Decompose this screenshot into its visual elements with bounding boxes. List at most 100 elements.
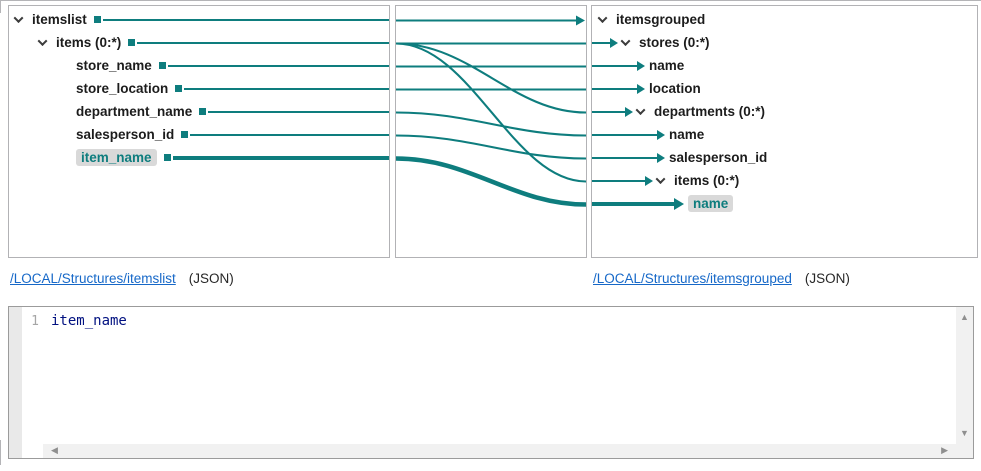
- target-field-row[interactable]: departments (0:*): [592, 100, 977, 123]
- target-schema-link-row: /LOCAL/Structures/itemsgrouped (JSON): [593, 271, 850, 286]
- target-field-row[interactable]: name: [592, 123, 977, 146]
- target-field-label[interactable]: itemsgrouped: [616, 12, 706, 27]
- target-schema-panel: itemsgrouped stores (0:*) name location depa…: [591, 5, 978, 258]
- target-field-row[interactable]: name: [592, 192, 977, 215]
- top-window-edge: [0, 0, 981, 1]
- mapping-wire: [592, 110, 625, 113]
- source-field-label[interactable]: store_location: [76, 81, 169, 96]
- mapping-wire: [592, 201, 674, 206]
- source-schema-link-row: /LOCAL/Structures/itemslist (JSON): [10, 271, 234, 286]
- editor-code-area[interactable]: item_name: [43, 307, 956, 444]
- scroll-up-icon[interactable]: ▲: [960, 312, 969, 322]
- chevron-down-icon[interactable]: [655, 174, 666, 185]
- arrow-right-icon: [674, 197, 684, 210]
- connector-anchor: [128, 39, 136, 46]
- mapping-wire: [592, 133, 657, 136]
- target-field-label[interactable]: departments (0:*): [654, 104, 766, 119]
- mapping-line[interactable]: [396, 111, 586, 137]
- source-field-row[interactable]: item_name: [9, 146, 389, 169]
- mapping-wire: [172, 155, 389, 160]
- mapping-wire: [208, 110, 389, 113]
- mapping-wire: [592, 41, 610, 44]
- mapping-wire: [592, 156, 657, 159]
- mapping-canvas-panel: [395, 5, 587, 258]
- chevron-down-icon[interactable]: [620, 36, 631, 47]
- chevron-down-icon[interactable]: [13, 13, 24, 24]
- target-field-label[interactable]: name: [669, 127, 705, 142]
- arrow-right-icon: [657, 152, 665, 163]
- source-field-row[interactable]: salesperson_id: [9, 123, 389, 146]
- source-field-row[interactable]: itemslist: [9, 8, 389, 31]
- source-field-row[interactable]: store_name: [9, 54, 389, 77]
- target-field-label[interactable]: name: [688, 195, 734, 212]
- connector-anchor: [163, 154, 171, 161]
- target-field-row[interactable]: location: [592, 77, 977, 100]
- connector-anchor: [175, 85, 183, 92]
- target-field-row[interactable]: salesperson_id: [592, 146, 977, 169]
- editor-line-number-column: 1: [22, 307, 43, 458]
- code-text: item_name: [51, 313, 127, 329]
- arrow-right-icon: [576, 15, 585, 26]
- mapping-wire: [102, 18, 389, 21]
- source-schema-panel: itemslist items (0:*) store_name store_loca…: [8, 5, 390, 258]
- mapping-line[interactable]: [396, 156, 586, 207]
- arrow-right-icon: [657, 129, 665, 140]
- target-field-row[interactable]: itemsgrouped: [592, 8, 977, 31]
- mapping-line[interactable]: [396, 42, 586, 183]
- connector-anchor: [181, 131, 189, 138]
- mapping-wire: [137, 41, 389, 44]
- arrow-right-icon: [625, 106, 633, 117]
- left-window-edge: [0, 440, 1, 465]
- editor-gutter: [9, 307, 22, 458]
- arrow-right-icon: [610, 37, 618, 48]
- source-field-label[interactable]: department_name: [76, 104, 193, 119]
- target-field-label[interactable]: salesperson_id: [669, 150, 768, 165]
- line-number: 1: [31, 314, 39, 329]
- connector-anchor: [93, 16, 101, 23]
- source-field-label[interactable]: salesperson_id: [76, 127, 175, 142]
- target-schema-link[interactable]: /LOCAL/Structures/itemsgrouped: [593, 271, 792, 286]
- source-field-label[interactable]: itemslist: [32, 12, 87, 27]
- arrow-right-icon: [637, 83, 645, 94]
- mapping-wire: [592, 64, 637, 67]
- target-field-row[interactable]: items (0:*): [592, 169, 977, 192]
- source-field-row[interactable]: items (0:*): [9, 31, 389, 54]
- chevron-down-icon[interactable]: [635, 105, 646, 116]
- scroll-right-icon[interactable]: ▶: [941, 445, 948, 455]
- source-field-label[interactable]: item_name: [76, 149, 157, 166]
- left-window-edge: [0, 0, 1, 13]
- target-field-label[interactable]: stores (0:*): [639, 35, 710, 50]
- mapping-canvas: [396, 15, 586, 207]
- target-tree: itemsgrouped stores (0:*) name location depa…: [592, 6, 977, 215]
- target-field-label[interactable]: location: [649, 81, 701, 96]
- chevron-down-icon[interactable]: [597, 13, 608, 24]
- source-field-row[interactable]: store_location: [9, 77, 389, 100]
- target-field-row[interactable]: name: [592, 54, 977, 77]
- source-field-label[interactable]: items (0:*): [56, 35, 122, 50]
- target-field-label[interactable]: name: [649, 58, 685, 73]
- target-schema-format: (JSON): [804, 271, 850, 286]
- chevron-down-icon[interactable]: [37, 36, 48, 47]
- arrow-right-icon: [637, 60, 645, 71]
- mapping-wire: [592, 87, 637, 90]
- vertical-scrollbar[interactable]: ▲ ▼: [956, 307, 973, 458]
- target-field-label[interactable]: items (0:*): [674, 173, 740, 188]
- horizontal-scrollbar[interactable]: ◀ ▶: [43, 444, 956, 458]
- mapping-line[interactable]: [396, 134, 586, 160]
- source-field-row[interactable]: department_name: [9, 100, 389, 123]
- expression-editor[interactable]: 1 item_name ▲ ▼ ◀ ▶: [8, 306, 974, 459]
- scroll-left-icon[interactable]: ◀: [51, 445, 58, 455]
- connector-anchor: [199, 108, 207, 115]
- scroll-down-icon[interactable]: ▼: [960, 428, 969, 438]
- source-tree: itemslist items (0:*) store_name store_loca…: [9, 6, 389, 169]
- mapping-wire: [190, 133, 389, 136]
- mapping-line[interactable]: [396, 42, 586, 114]
- mapping-wire: [167, 64, 389, 67]
- source-field-label[interactable]: store_name: [76, 58, 152, 73]
- mapping-wire: [592, 179, 645, 182]
- connector-anchor: [158, 62, 166, 69]
- source-schema-link[interactable]: /LOCAL/Structures/itemslist: [10, 271, 176, 286]
- source-schema-format: (JSON): [188, 271, 234, 286]
- arrow-right-icon: [645, 175, 653, 186]
- target-field-row[interactable]: stores (0:*): [592, 31, 977, 54]
